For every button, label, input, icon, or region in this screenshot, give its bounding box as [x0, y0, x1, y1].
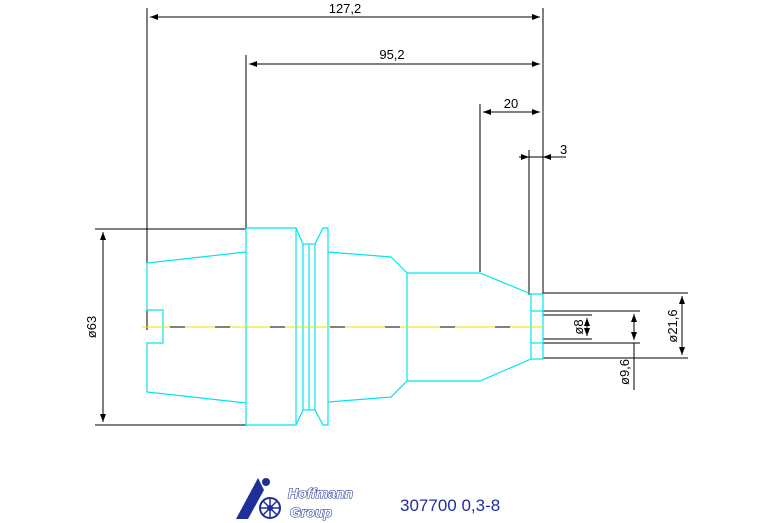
dim-tip-length-label: 3	[560, 142, 567, 157]
dim-flange-diameter-label: ø63	[84, 316, 99, 338]
dim-overall-length: 127,2	[146, 1, 544, 330]
dim-nose-diameter: ø21,6	[543, 292, 688, 359]
dim-flange-diameter: ø63	[84, 228, 246, 426]
dim-inner-diameter: ø9,6	[543, 310, 640, 390]
dim-bore-diameter-label: ø8	[571, 319, 586, 334]
dim-bore-diameter: ø8	[543, 314, 592, 340]
dim-body-length-label: 95,2	[379, 47, 404, 62]
dim-nose-diameter-label: ø21,6	[665, 309, 680, 342]
dim-nose-length: 20	[479, 96, 540, 272]
dim-body-length: 95,2	[245, 47, 540, 228]
brand-line2: Group	[290, 504, 332, 520]
dim-inner-diameter-label: ø9,6	[617, 359, 632, 385]
brand-line1: Hoffmann	[288, 485, 353, 501]
dim-overall-length-label: 127,2	[329, 1, 362, 16]
logo-emblem-icon	[236, 478, 281, 519]
hoffmann-group-logo: Hoffmann Group	[236, 478, 354, 521]
dim-tip-length: 3	[519, 142, 567, 295]
product-code: 307700 0,3-8	[400, 496, 500, 515]
dim-nose-length-label: 20	[504, 96, 518, 111]
